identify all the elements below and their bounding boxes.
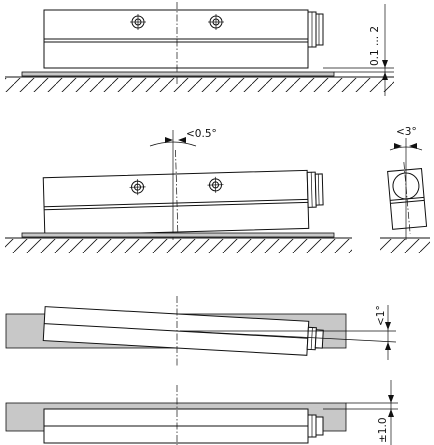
distance-label: 0.1 ... 2 <box>369 26 381 66</box>
side-view: <3° <box>380 126 430 253</box>
mounting-hole-right-tilted <box>207 176 224 193</box>
mounting-hole-left-tilted <box>129 179 146 196</box>
mounting-hole-right <box>208 14 224 30</box>
reflector-plate-2 <box>21 232 335 238</box>
side-angle-label: <3° <box>396 126 417 138</box>
mounting-hole-left <box>130 14 146 30</box>
panel-top-offset: ±1.0 <box>5 380 398 445</box>
top-angle-label: <1° <box>375 305 387 326</box>
panel-lateral-tilt: <0.5° <3° <box>5 126 430 253</box>
distance-dimension: 0.1 ... 2 <box>323 4 394 96</box>
panel-parallel-mount: 0.1 ... 2 <box>5 2 394 96</box>
connector <box>307 11 324 48</box>
ground-hatch <box>5 78 394 92</box>
connector-top <box>307 414 324 438</box>
offset-label: ±1.0 <box>377 418 389 444</box>
reflector-plate <box>21 71 335 77</box>
tilt-angle-indicator: <0.5° <box>149 128 217 147</box>
panel-top-angle: <1° <box>5 296 397 366</box>
offset-dimension: ±1.0 <box>323 380 398 445</box>
tilt-angle-label: <0.5° <box>186 128 217 140</box>
connector-tilted <box>306 171 324 208</box>
ground-hatch-2 <box>5 239 352 253</box>
angle-indicator-3: <1° <box>375 305 391 360</box>
